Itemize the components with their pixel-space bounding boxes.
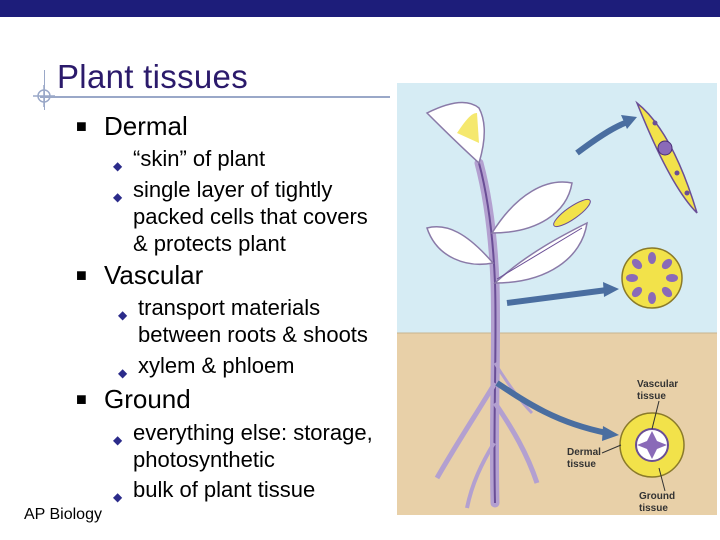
root (434, 381, 498, 480)
stem-vascular-line (478, 162, 497, 504)
sub-bullet-text: single layer of tightly packed cells tha… (133, 177, 368, 256)
label-dermal-tissue: Dermal (567, 447, 601, 458)
sub-bullet: ◆ single layer of tightly packed cells t… (113, 176, 368, 257)
diamond-bullet-icon: ◆ (113, 490, 123, 504)
bullet-label: Vascular (104, 260, 204, 290)
diamond-bullet-icon: ◆ (113, 159, 123, 173)
sub-bullet-text: bulk of plant tissue (133, 477, 316, 502)
arrow-icon (495, 380, 608, 436)
sub-bullet: ◆ everything else: storage, photosynthet… (113, 419, 373, 473)
title-guide-line (44, 70, 45, 110)
slide-title: Plant tissues (57, 58, 248, 95)
leaf (490, 181, 573, 234)
footer-label: AP Biology (24, 506, 102, 523)
diamond-bullet-icon: ◆ (118, 308, 128, 322)
top-banner (0, 0, 720, 17)
leaf (426, 226, 495, 265)
dermal-cell-detail (635, 100, 698, 214)
leaf-cross-section (553, 198, 591, 228)
diamond-bullet-icon: ◆ (118, 366, 128, 380)
bullet-label: Ground (104, 384, 191, 414)
root (465, 441, 496, 509)
sub-bullet-text: everything else: storage, photosynthetic (133, 420, 373, 472)
root (492, 401, 540, 484)
bullet-vascular: ■ Vascular (76, 260, 203, 291)
sub-bullet-text: transport materials between roots & shoo… (138, 295, 368, 347)
label-vascular-tissue: Vascular (637, 379, 678, 390)
title-underline (40, 96, 390, 98)
sub-bullet: ◆ “skin” of plant (113, 145, 266, 173)
bullet-label: Dermal (104, 111, 188, 141)
label-ground-tissue: tissue (639, 503, 668, 514)
plant-tissue-illustration: Vascular tissue Dermal tissue Ground tis… (397, 83, 717, 515)
sub-bullet: ◆ xylem & phloem (118, 352, 295, 380)
square-bullet-icon: ■ (76, 116, 87, 136)
arrow-icon (506, 287, 608, 306)
diamond-bullet-icon: ◆ (113, 190, 123, 204)
label-dermal-tissue: tissue (567, 459, 596, 470)
sub-bullet-text: xylem & phloem (138, 353, 295, 378)
square-bullet-icon: ■ (76, 389, 87, 409)
diamond-bullet-icon: ◆ (113, 433, 123, 447)
bullet-ground: ■ Ground (76, 384, 191, 415)
bullet-dermal: ■ Dermal (76, 111, 188, 142)
label-ground-tissue: Ground (639, 491, 675, 502)
sub-bullet: ◆ transport materials between roots & sh… (118, 294, 368, 348)
sub-bullet-text: “skin” of plant (133, 146, 266, 171)
sub-bullet: ◆ bulk of plant tissue (113, 476, 316, 504)
arrow-icon (575, 120, 627, 156)
label-vascular-tissue: tissue (637, 391, 666, 402)
square-bullet-icon: ■ (76, 265, 87, 285)
